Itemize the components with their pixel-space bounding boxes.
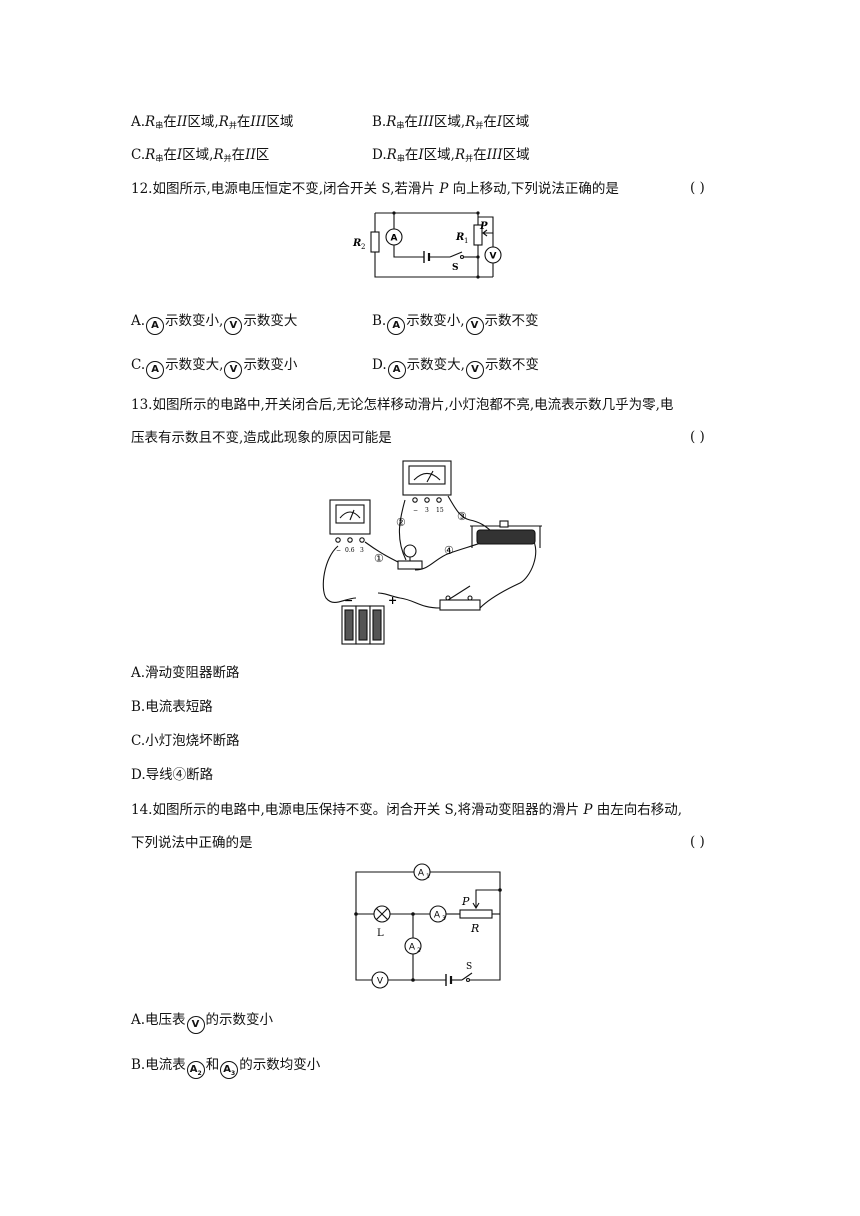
- q13-fig-voltmeter-terminal-2: 3: [425, 507, 429, 514]
- q14-fig-p: P: [461, 895, 470, 908]
- voltmeter-icon: V: [465, 317, 484, 335]
- q13-fig-wire-4: ④: [444, 544, 454, 557]
- ammeter-icon: A: [387, 361, 406, 379]
- q12-answer-paren: ( ): [690, 180, 705, 196]
- q11-option-d: D.R串在I区域,R并在III区域: [372, 147, 530, 163]
- q14-fig-a2-sub: 2: [417, 947, 421, 954]
- q14-fig-voltmeter: V: [377, 977, 384, 987]
- q13-option-d: D.导线④断路: [131, 767, 214, 783]
- ammeter-a2-icon: A2: [186, 1061, 205, 1079]
- voltmeter-icon: V: [224, 317, 243, 335]
- q13-fig-voltmeter-terminal-3: 15: [436, 507, 444, 514]
- q12-fig-r2-sub: 2: [361, 243, 365, 251]
- q13-stem-line2: 压表有示数且不变,造成此现象的原因可能是: [131, 430, 392, 446]
- ammeter-icon: A: [387, 317, 406, 335]
- q13-physical-circuit-figure: − 0.6 3 − 3 15 ① ② ③ ④ − +: [322, 460, 542, 645]
- voltmeter-icon: V: [186, 1016, 205, 1034]
- q13-fig-ammeter-terminal-3: 3: [360, 547, 364, 554]
- q14-stem-line1: 14.如图所示的电路中,电源电压保持不变。闭合开关 S,将滑动变阻器的滑片 P …: [131, 802, 683, 818]
- q13-fig-wire-2: ②: [396, 516, 406, 529]
- q14-fig-a1: A: [418, 869, 425, 879]
- ammeter-icon: A: [146, 317, 165, 335]
- q13-option-b: B.电流表短路: [131, 699, 213, 715]
- q14-fig-a3-sub: 3: [442, 915, 446, 922]
- q14-fig-a2: A: [409, 943, 416, 953]
- q11-option-a: A.R串在II区域,R并在III区域: [131, 114, 294, 130]
- q14-fig-a3: A: [434, 911, 441, 921]
- q13-answer-paren: ( ): [690, 429, 705, 445]
- q14-fig-a1-sub: 1: [426, 873, 430, 880]
- q14-fig-r: R: [470, 922, 479, 935]
- q13-fig-battery-plus: +: [388, 594, 397, 607]
- q12-fig-voltmeter: V: [490, 252, 497, 262]
- q14-fig-lamp-label: L: [377, 928, 384, 939]
- q12-fig-p: P: [479, 221, 488, 232]
- q14-stem-line2: 下列说法中正确的是: [131, 835, 253, 851]
- q14-answer-paren: ( ): [690, 834, 705, 850]
- q13-option-c: C.小灯泡烧坏断路: [131, 733, 240, 749]
- q13-fig-ammeter-terminal-1: −: [336, 547, 341, 554]
- q12-fig-r1-sub: 1: [464, 237, 468, 245]
- q13-option-a: A.滑动变阻器断路: [131, 665, 240, 681]
- q13-fig-voltmeter-terminal-1: −: [413, 507, 418, 514]
- ammeter-icon: A: [146, 361, 165, 379]
- q12-fig-s: S: [452, 263, 459, 273]
- q13-fig-wire-3: ③: [457, 510, 467, 523]
- q14-fig-s: S: [466, 962, 472, 972]
- voltmeter-icon: V: [465, 361, 484, 379]
- q12-fig-r2: R: [352, 238, 361, 249]
- q13-fig-ammeter-terminal-2: 0.6: [345, 547, 355, 554]
- q13-stem-line1: 13.如图所示的电路中,开关闭合后,无论怎样移动滑片,小灯泡都不亮,电流表示数几…: [131, 397, 674, 413]
- q12-circuit-diagram: A V R 2 R 1 P S: [352, 211, 502, 279]
- q14-circuit-diagram: A 1 A 3 A 2 V L P R S: [354, 863, 502, 989]
- q12-stem: 12.如图所示,电源电压恒定不变,闭合开关 S,若滑片 P 向上移动,下列说法正…: [131, 181, 619, 197]
- voltmeter-icon: V: [224, 361, 243, 379]
- q13-fig-wire-1: ①: [374, 552, 384, 565]
- q11-option-c: C.R串在I区域,R并在II区: [131, 147, 270, 163]
- ammeter-a3-icon: A3: [220, 1061, 239, 1079]
- q11-option-b: B.R串在III区域,R并在I区域: [372, 114, 530, 130]
- q12-fig-r1: R: [455, 232, 464, 243]
- q13-fig-battery-minus: −: [344, 594, 353, 607]
- q12-fig-ammeter: A: [391, 234, 398, 244]
